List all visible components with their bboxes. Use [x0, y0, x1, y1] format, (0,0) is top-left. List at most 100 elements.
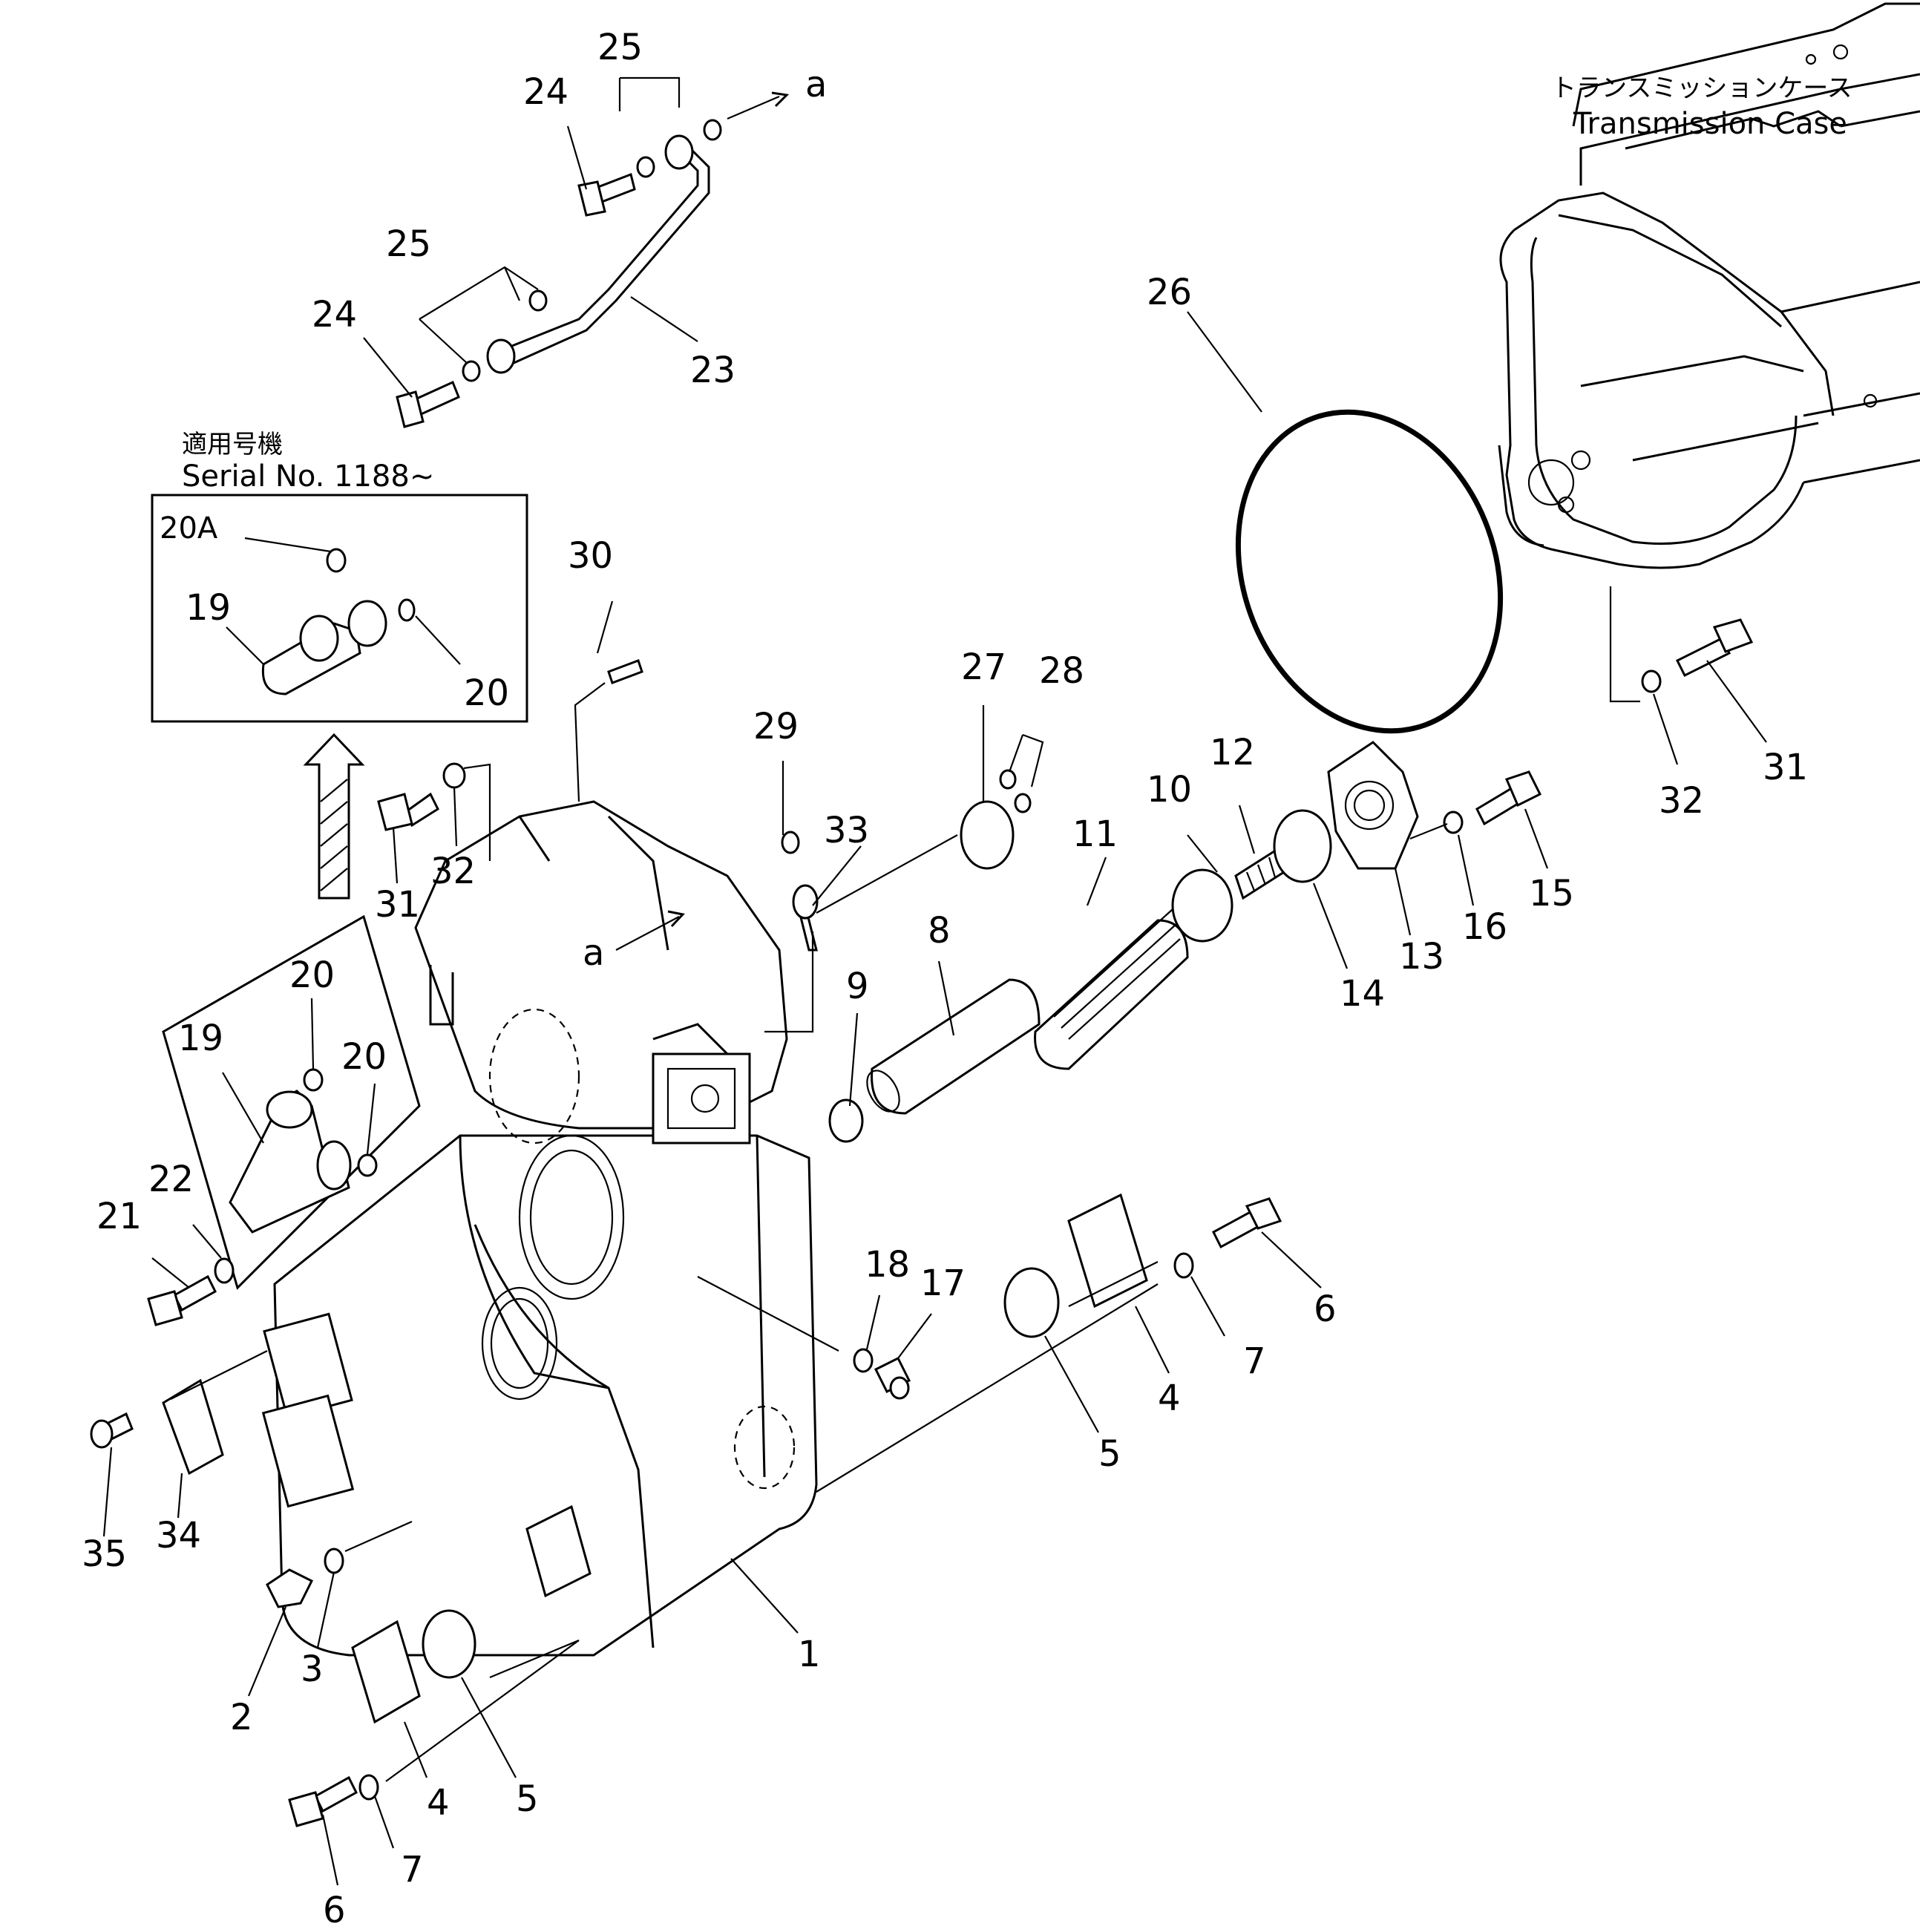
washer-22: [214, 1257, 235, 1284]
callout-15: 15: [1529, 873, 1574, 914]
callout-25-top: 25: [597, 27, 643, 68]
callout-20-b: 20: [341, 1036, 387, 1078]
callout-labels: 1 2 3 4 4 5 5 6 6 7 7 8 9 10 11 12 13 14…: [82, 27, 1808, 1931]
o-ring-9: [828, 1098, 864, 1143]
o-ring-10: [1171, 868, 1233, 943]
housing-1: [273, 800, 818, 1657]
cover-4-right: [1067, 1193, 1148, 1309]
leader-lines: [102, 76, 1767, 1886]
arrow-ref-top: a: [805, 64, 827, 105]
oil-tube-assembly: [396, 119, 722, 428]
o-ring-28a: [999, 769, 1017, 790]
callout-16: 16: [1462, 906, 1507, 948]
right-fittings: [853, 1193, 1282, 1400]
plug-2: [266, 1568, 314, 1608]
callout-31-housing: 31: [375, 884, 420, 926]
callout-20-inset: 20: [464, 672, 509, 714]
callout-19-inset: 19: [186, 587, 231, 629]
callout-21: 21: [96, 1196, 142, 1237]
transmission-case: トランスミッションケース Transmission Case: [1498, 2, 1920, 569]
callout-6-right: 6: [1314, 1288, 1337, 1330]
inset-part-label: 20A: [160, 511, 218, 546]
o-ring-5-lower: [422, 1609, 476, 1679]
arrow-ref-mid: a: [583, 932, 604, 974]
o-ring-20c: [357, 1153, 378, 1177]
callout-24-top: 24: [523, 71, 569, 113]
filter-body-8: [871, 978, 1041, 1115]
callout-14: 14: [1340, 973, 1385, 1015]
washer-7-right: [1173, 1252, 1194, 1279]
bolt-6-lower: [314, 1775, 358, 1813]
bolt-31-case: [1675, 636, 1731, 678]
filter-assembly: [781, 741, 1542, 1143]
callout-13: 13: [1399, 936, 1444, 978]
callout-5-lower: 5: [516, 1778, 539, 1820]
callout-3: 3: [301, 1648, 324, 1690]
callout-19: 19: [178, 1018, 223, 1059]
o-ring-20b: [303, 1068, 324, 1092]
callout-8: 8: [928, 910, 951, 952]
serial-inset: 適用号機 Serial No. 1188~ 20A: [151, 430, 528, 723]
callout-32-case: 32: [1659, 780, 1704, 822]
callout-1: 1: [798, 1634, 821, 1675]
callout-28: 28: [1039, 650, 1084, 692]
callout-6-lower: 6: [323, 1890, 346, 1931]
washer-25c: [462, 360, 481, 382]
callout-11: 11: [1072, 813, 1118, 855]
washer-25d: [528, 289, 548, 312]
cover-plate-b: [261, 1394, 355, 1508]
o-ring-3: [324, 1548, 344, 1574]
callout-7-lower: 7: [401, 1849, 424, 1890]
callout-10: 10: [1147, 769, 1192, 811]
pipe-19-assembly: [147, 914, 421, 1326]
washer-25a: [636, 156, 655, 178]
callout-12: 12: [1210, 732, 1255, 773]
callout-34: 34: [156, 1515, 201, 1556]
callout-18: 18: [865, 1244, 910, 1286]
washer-32-housing: [442, 762, 466, 789]
callout-4-lower: 4: [427, 1782, 450, 1824]
callout-33: 33: [824, 810, 869, 851]
element-11: [1034, 919, 1189, 1070]
callout-23: 23: [690, 350, 735, 391]
callout-30: 30: [568, 535, 613, 577]
o-ring-5-right: [1003, 1267, 1060, 1338]
callout-35: 35: [82, 1533, 127, 1575]
o-ring-14: [1273, 809, 1332, 883]
callout-29: 29: [753, 706, 799, 747]
serial-jp-label: 適用号機: [182, 430, 283, 459]
callout-4-right: 4: [1158, 1378, 1181, 1419]
washer-16: [1443, 811, 1464, 834]
cover-13: [1327, 741, 1419, 870]
callout-5-right: 5: [1098, 1433, 1121, 1475]
callout-32-housing: 32: [430, 851, 476, 892]
callout-17: 17: [920, 1263, 966, 1304]
callout-24-mid: 24: [312, 294, 357, 335]
case-fasteners: [377, 618, 1754, 831]
washer-7-lower: [358, 1774, 379, 1801]
o-ring-26: [1235, 409, 1504, 734]
callout-2: 2: [230, 1697, 253, 1738]
o-ring-28b: [1014, 793, 1032, 813]
cover-34: [162, 1378, 224, 1476]
callout-26: 26: [1147, 272, 1192, 313]
o-ring-27: [960, 800, 1015, 870]
o-ring-20a-inset: [326, 548, 347, 573]
tube-23: [504, 147, 699, 350]
washer-25b: [703, 119, 722, 141]
case-jp-label: トランスミッションケース: [1551, 73, 1852, 103]
flange-plate: [525, 1504, 592, 1598]
o-ring-18: [853, 1348, 874, 1373]
case-en-label: Transmission Case: [1573, 107, 1847, 141]
callout-27: 27: [961, 646, 1006, 688]
callout-20-a: 20: [289, 954, 335, 996]
o-ring-29: [781, 831, 800, 854]
callout-9: 9: [846, 966, 869, 1007]
washer-32-case: [1641, 669, 1662, 693]
callout-22: 22: [148, 1159, 194, 1200]
callout-7-right: 7: [1243, 1340, 1266, 1382]
pin-30: [607, 659, 643, 684]
callout-25-mid: 25: [386, 223, 431, 265]
o-ring-20-inset: [398, 598, 416, 622]
